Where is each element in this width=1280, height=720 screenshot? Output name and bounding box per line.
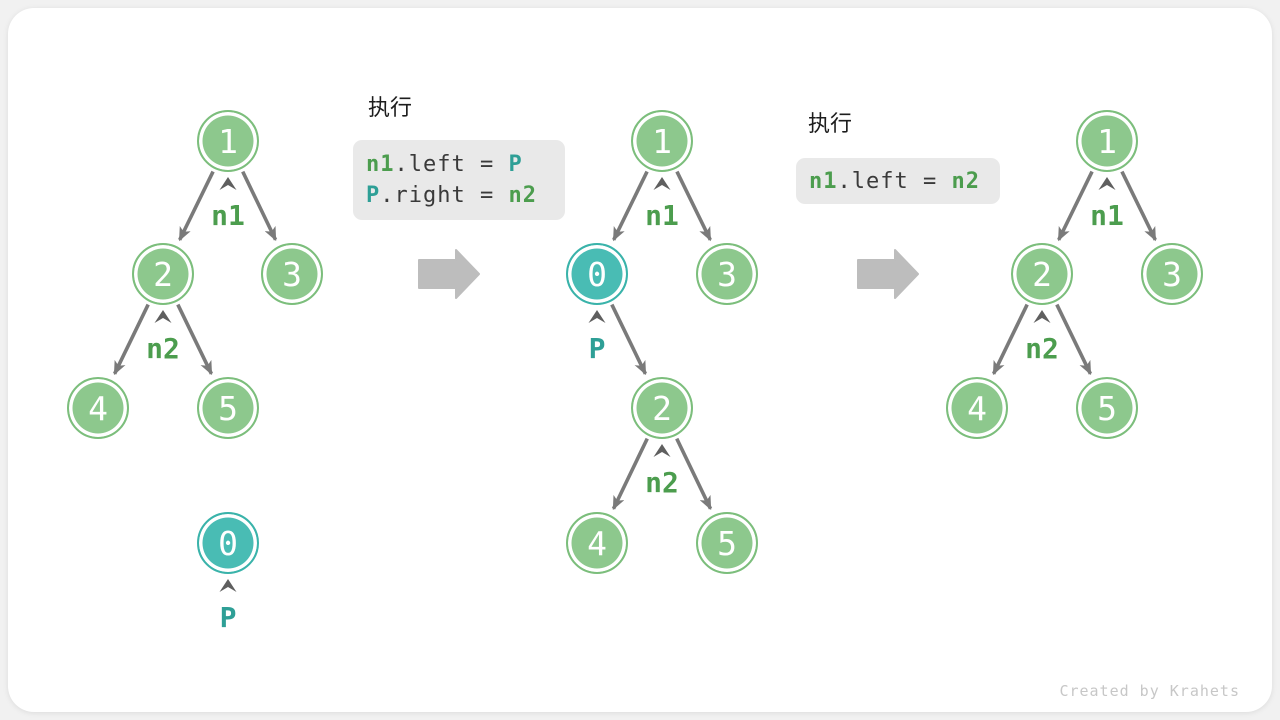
tree-node-3: 3 [696,243,758,305]
tree-node-4: 4 [67,377,129,439]
tree-node-4: 4 [566,512,628,574]
tree-node-5: 5 [696,512,758,574]
tree-node-1: 1 [197,110,259,172]
pointer-label-n1: n1 [645,199,679,232]
pointer-label-n2: n2 [645,466,679,499]
watermark: Created by Krahets [1059,682,1240,700]
tree-node-4: 4 [946,377,1008,439]
tree-node-2: 2 [1011,243,1073,305]
tree-node-2: 2 [132,243,194,305]
pointer-label-P: P [588,332,606,365]
tree-node-3: 3 [261,243,323,305]
code-line: P.right = n2 [366,183,537,208]
pointer-label-n1: n1 [211,199,245,232]
pointer-label-n2: n2 [1025,332,1059,365]
tree-node-1: 1 [631,110,693,172]
pointer-label-P: P [219,601,237,634]
code-snippet: n1.left = P P.right = n2 [353,140,565,220]
pointer-label-n2: n2 [146,332,180,365]
tree-node-5: 5 [1076,377,1138,439]
code-title: 执行 [368,96,413,121]
tree-node-5: 5 [197,377,259,439]
tree-node-0: 0 [566,243,628,305]
code-line: n1.left = n2 [809,168,980,194]
code-snippet: n1.left = n2 [796,158,1000,204]
tree-node-0: 0 [197,512,259,574]
tree-node-1: 1 [1076,110,1138,172]
tree-node-2: 2 [631,377,693,439]
pointer-label-n1: n1 [1090,199,1124,232]
code-title: 执行 [808,112,853,137]
tree-node-3: 3 [1141,243,1203,305]
code-line: n1.left = P [366,152,523,177]
